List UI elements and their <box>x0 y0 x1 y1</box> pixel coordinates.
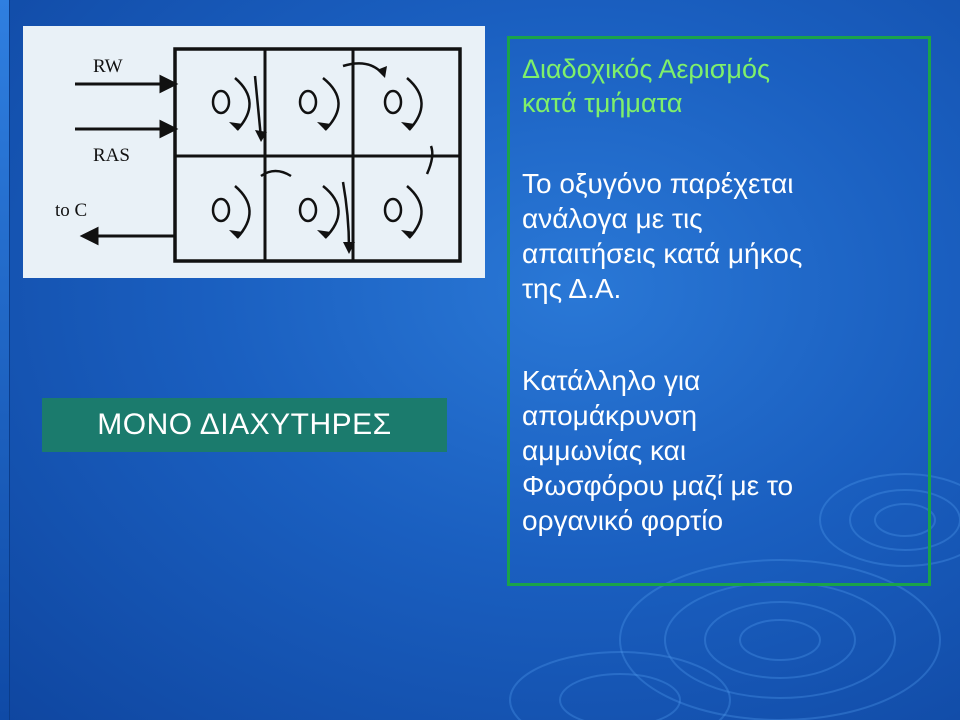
slide-title: Διαδοχικός Αερισμός κατά τμήματα <box>522 52 922 120</box>
diffusers <box>211 89 403 223</box>
to-c-label: to C <box>55 200 87 221</box>
paragraph-line: Το οξυγόνο παρέχεται <box>522 168 794 199</box>
paragraph-line: απαιτήσεις κατά μήκος <box>522 238 803 269</box>
rw-label: RW <box>93 56 123 77</box>
title-line: κατά τμήματα <box>522 88 683 118</box>
to-c-arrowhead <box>79 226 99 246</box>
ras-arrowhead <box>159 119 179 139</box>
suitability-paragraph: Κατάλληλο για απομάκρυνση αμμωνίας και Φ… <box>522 363 922 538</box>
paragraph-line: Κατάλληλο για <box>522 365 701 396</box>
rw-arrowhead <box>159 74 179 94</box>
oxygen-paragraph: Το οξυγόνο παρέχεται ανάλογα με τις απαι… <box>522 166 922 306</box>
circulation-arrowheads <box>229 66 415 254</box>
aeration-diagram: RW RAS to C <box>23 26 485 278</box>
diffusers-only-label: ΜΟΝΟ ΔΙΑΧΥΤΗΡΕΣ <box>42 398 447 452</box>
ras-label: RAS <box>93 145 130 166</box>
aeration-diagram-drawing: RW RAS to C <box>55 47 462 263</box>
paragraph-line: οργανικό φορτίο <box>522 505 724 536</box>
paragraph-line: αμμωνίας και <box>522 435 687 466</box>
left-accent-bar <box>0 0 10 720</box>
text-panel <box>507 36 931 586</box>
title-line: Διαδοχικός Αερισμός <box>522 54 770 84</box>
paragraph-line: της Δ.Α. <box>522 273 622 304</box>
paragraph-line: απομάκρυνση <box>522 400 698 431</box>
paragraph-line: ανάλογα με τις <box>522 203 703 234</box>
paragraph-line: Φωσφόρου μαζί με το <box>522 470 794 501</box>
